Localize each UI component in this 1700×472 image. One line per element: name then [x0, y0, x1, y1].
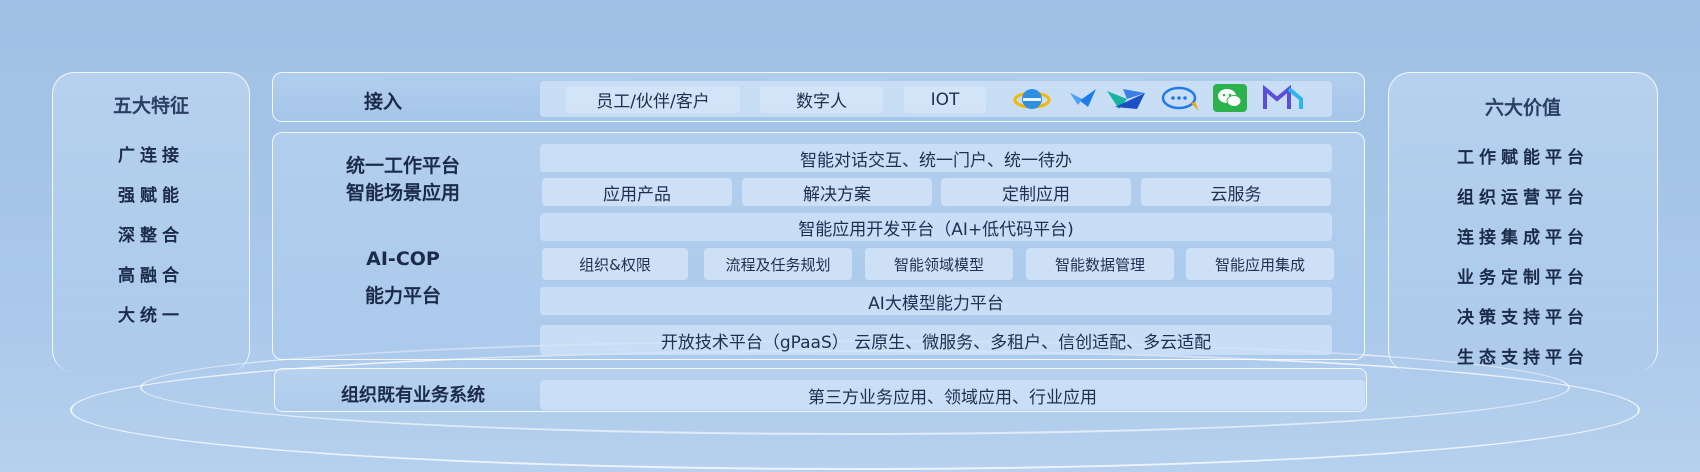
left-panel-title: 五大特征: [112, 95, 189, 117]
legacy-label: 组织既有业务系统: [341, 385, 485, 406]
access-chip-digital-human: 数字人: [760, 86, 883, 113]
left-item-1: 广连接: [118, 146, 184, 166]
chip-custom-apps: 定制应用: [941, 178, 1131, 206]
right-item-5: 决策支持平台: [1457, 308, 1589, 328]
chip-data-management: 智能数据管理: [1026, 248, 1174, 280]
right-item-4: 业务定制平台: [1457, 268, 1589, 288]
chip-process-planning: 流程及任务规划: [704, 248, 852, 280]
access-panel: 接入 员工/伙伴/客户 数字人 IOT: [272, 72, 1365, 122]
label-capability-platform: 能力平台: [364, 285, 441, 307]
chat-bubble-icon: [1161, 85, 1203, 113]
access-label: 接入: [363, 91, 402, 113]
bar-open-tech-platform: 开放技术平台（gPaaS） 云原生、微服务、多租户、信创适配、多云适配: [540, 325, 1332, 355]
chip-app-products: 应用产品: [542, 178, 732, 206]
right-item-3: 连接集成平台: [1457, 228, 1589, 248]
legacy-bar: 第三方业务应用、领域应用、行业应用: [540, 380, 1365, 410]
chip-solutions: 解决方案: [742, 178, 932, 206]
right-panel: 六大价值 工作赋能平台 组织运营平台 连接集成平台 业务定制平台 决策支持平台 …: [1388, 72, 1658, 372]
bar-dialog-portal-todo: 智能对话交互、统一门户、统一待办: [540, 144, 1332, 172]
mail-m-icon: [1263, 85, 1305, 113]
left-panel: 五大特征 广连接 强赋能 深整合 高融合 大统一: [52, 72, 250, 372]
label-unified-work-platform: 统一工作平台: [345, 155, 460, 177]
label-intelligent-scenarios: 智能场景应用: [345, 182, 460, 204]
right-item-1: 工作赋能平台: [1457, 148, 1589, 168]
feishu-icon: [1068, 85, 1098, 113]
left-item-3: 深整合: [118, 226, 184, 246]
chip-org-permissions: 组织&权限: [542, 248, 688, 280]
label-ai-cop: AI-COP: [366, 248, 440, 270]
right-item-6: 生态支持平台: [1457, 348, 1589, 368]
right-item-2: 组织运营平台: [1457, 188, 1589, 208]
right-panel-title: 六大价值: [1484, 97, 1561, 119]
ie-browser-icon: [1013, 85, 1051, 113]
left-item-5: 大统一: [118, 306, 184, 326]
bar-low-code-platform: 智能应用开发平台（AI+低代码平台): [540, 213, 1332, 241]
main-panel: 统一工作平台 智能场景应用 AI-COP 能力平台 智能对话交互、统一门户、统一…: [272, 132, 1365, 360]
bar-llm-platform: AI大模型能力平台: [540, 287, 1332, 315]
chip-domain-model: 智能领域模型: [865, 248, 1013, 280]
access-chip-iot: IOT: [904, 86, 986, 113]
legacy-panel: 组织既有业务系统 第三方业务应用、领域应用、行业应用: [274, 368, 1367, 412]
chip-app-integration: 智能应用集成: [1186, 248, 1334, 280]
wechat-icon: [1213, 84, 1247, 112]
left-item-2: 强赋能: [118, 186, 184, 206]
dingtalk-icon: [1105, 85, 1147, 113]
access-chip-staff: 员工/伙伴/客户: [566, 86, 740, 113]
chip-cloud-services: 云服务: [1141, 178, 1331, 206]
left-item-4: 高融合: [118, 266, 184, 286]
